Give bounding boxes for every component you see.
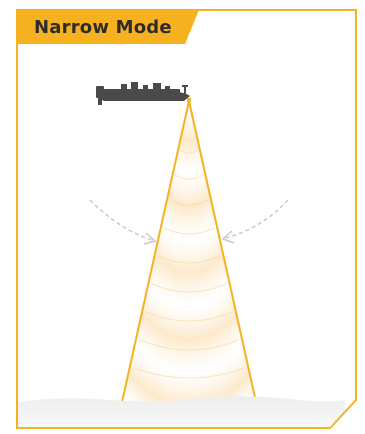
seabed	[18, 396, 345, 427]
sonar-beam	[122, 101, 256, 402]
transducer-marker	[187, 98, 191, 102]
fishing-boat-icon	[96, 82, 190, 105]
mode-title: Narrow Mode	[17, 17, 172, 38]
mode-tag: Narrow Mode	[17, 10, 191, 44]
